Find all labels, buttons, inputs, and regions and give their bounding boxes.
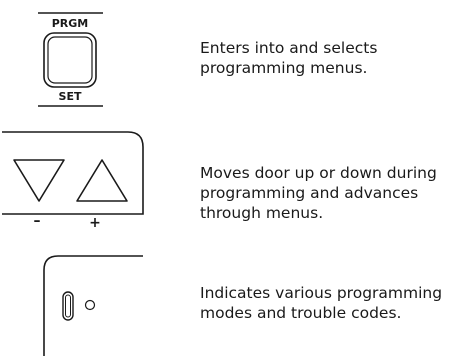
prgm-button-inner: [47, 36, 93, 84]
led-panel-outline: [43, 255, 143, 356]
minus-label: –: [34, 213, 41, 229]
description-line: programming menus.: [200, 59, 368, 77]
led-slot-outer: [62, 291, 74, 321]
led-panel-illustration: [43, 255, 143, 356]
prgm-label: PRGM: [52, 17, 89, 30]
prgm-set-description: Enters into and selects programming menu…: [200, 38, 377, 78]
arrow-panel-outline: [2, 131, 144, 215]
down-arrow-button: [13, 159, 65, 202]
prgm-set-button-illustration: PRGM SET: [38, 12, 103, 107]
set-label: SET: [59, 90, 82, 103]
description-line: Indicates various programming: [200, 284, 443, 302]
description-line: Moves door up or down during: [200, 164, 437, 182]
led-indicator-light: [84, 299, 96, 311]
arrow-buttons-illustration: – +: [2, 131, 144, 231]
led-description: Indicates various programming modes and …: [200, 283, 442, 323]
arrow-buttons-description: Moves door up or down during programming…: [200, 163, 437, 223]
led-slot-inner: [65, 294, 71, 318]
prgm-button-outer: [43, 32, 97, 88]
description-line: through menus.: [200, 204, 324, 222]
description-line: modes and trouble codes.: [200, 304, 402, 322]
up-arrow-button: [76, 159, 128, 202]
plus-label: +: [89, 215, 101, 231]
description-line: Enters into and selects: [200, 39, 378, 57]
description-line: programming and advances: [200, 184, 419, 202]
